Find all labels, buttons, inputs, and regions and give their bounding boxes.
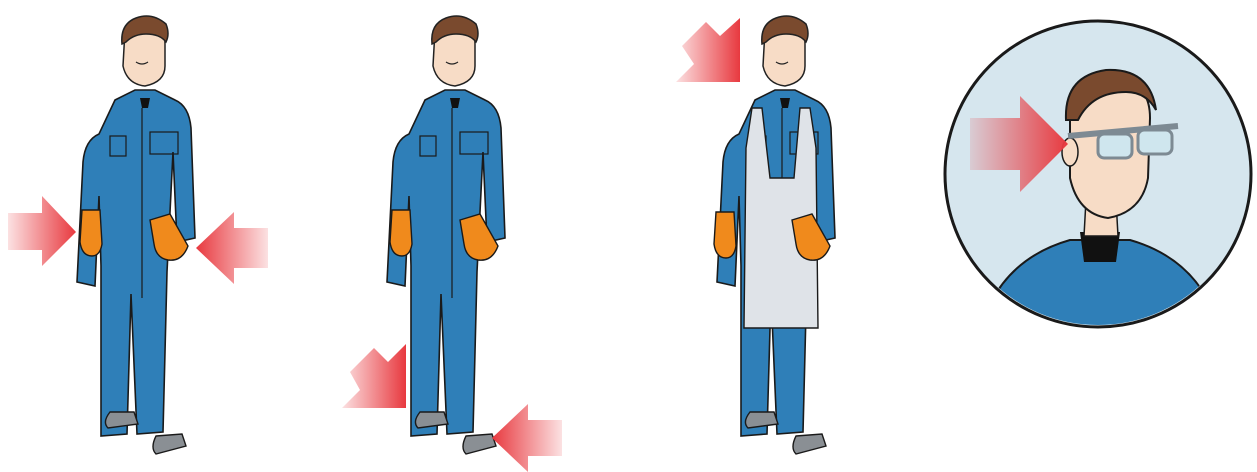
worker-figure-icon bbox=[940, 0, 1257, 472]
arrow-pointer-icon bbox=[492, 404, 562, 472]
worker-figure-icon bbox=[0, 0, 280, 472]
arrow-pointer-icon bbox=[8, 196, 76, 266]
worker-apron-panel bbox=[670, 0, 880, 472]
arrow-pointer-icon bbox=[196, 212, 268, 284]
worker-figure-icon bbox=[340, 0, 570, 472]
eyewear-closeup-panel bbox=[940, 0, 1257, 472]
arrow-pointer-icon bbox=[676, 18, 740, 82]
worker-figure-icon bbox=[670, 0, 880, 472]
worker-boots-panel bbox=[340, 0, 570, 472]
arrow-pointer-icon bbox=[342, 344, 406, 408]
worker-gloves-panel bbox=[0, 0, 280, 472]
